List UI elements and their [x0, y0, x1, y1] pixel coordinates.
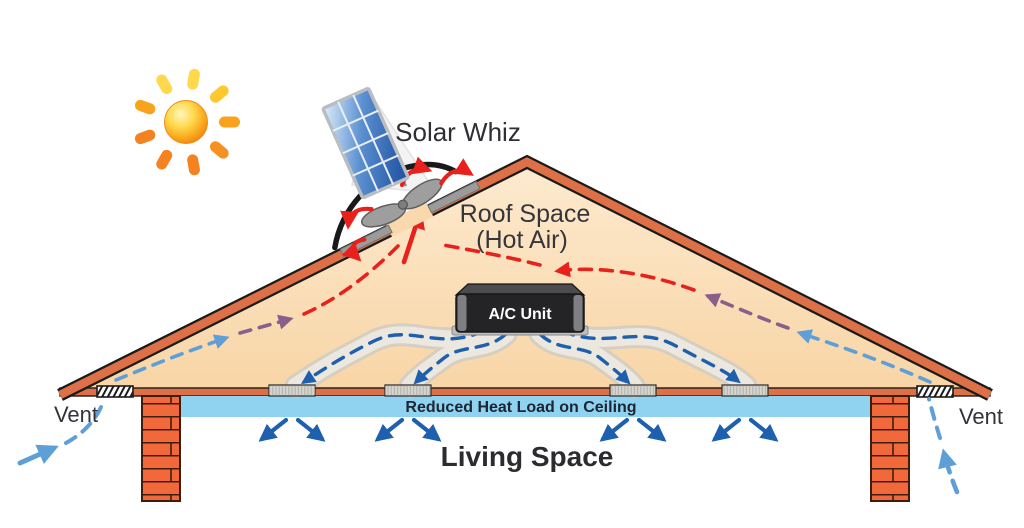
attic-airflow	[114, 208, 932, 384]
sun-icon	[134, 68, 240, 176]
vent-label-left: Vent	[54, 402, 98, 427]
product-label: Solar Whiz	[395, 117, 521, 147]
mixing-flow-left	[238, 314, 294, 335]
roof-opening	[384, 202, 434, 237]
intake-arrow-right	[938, 448, 960, 495]
roof	[57, 154, 993, 401]
ceiling-vent-icon	[268, 384, 316, 397]
roof-space-label-line2: (Hot Air)	[476, 226, 568, 254]
ceiling-heat-band	[180, 396, 871, 417]
roof-space-fill	[62, 164, 988, 390]
ac-ducts	[284, 319, 758, 398]
eave-vent-left	[96, 385, 134, 398]
ceiling-vent-icon	[384, 384, 432, 397]
hot-flow-right	[554, 261, 696, 292]
ceiling-label: Reduced Heat Load on Ceiling	[405, 399, 636, 416]
hot-flow-left	[302, 244, 400, 316]
vent-label-right: Vent	[959, 404, 1003, 429]
intake-arrow-left	[17, 444, 59, 466]
ceiling-vent-icon	[609, 384, 657, 397]
ac-unit-label: A/C Unit	[488, 306, 552, 323]
living-space-label: Living Space	[441, 441, 614, 472]
ceiling-strip	[59, 387, 991, 397]
duct-airflow-arrows	[301, 329, 741, 385]
solar-whiz-unit	[321, 87, 481, 262]
ceiling-vent-icon	[721, 384, 769, 397]
outside-intake-arrows	[17, 397, 960, 495]
fan-exhaust-arrows	[340, 156, 474, 262]
living-space-supply-arrows	[258, 417, 779, 442]
hot-flow-to-fan	[436, 242, 542, 267]
intake-flow-left	[114, 334, 230, 382]
solar-panel-icon	[321, 87, 410, 200]
brick-pillar-right	[870, 395, 910, 502]
eave-vent-right	[916, 385, 954, 398]
roof-space-label-line1: Roof Space	[460, 200, 591, 228]
ceiling-vents	[268, 384, 769, 397]
ac-unit-icon: A/C Unit	[451, 283, 589, 336]
brick-pillar-left	[141, 395, 181, 502]
fan-base-right	[427, 180, 481, 214]
mixing-flow-right	[704, 293, 790, 330]
intake-flow-right	[796, 329, 932, 384]
